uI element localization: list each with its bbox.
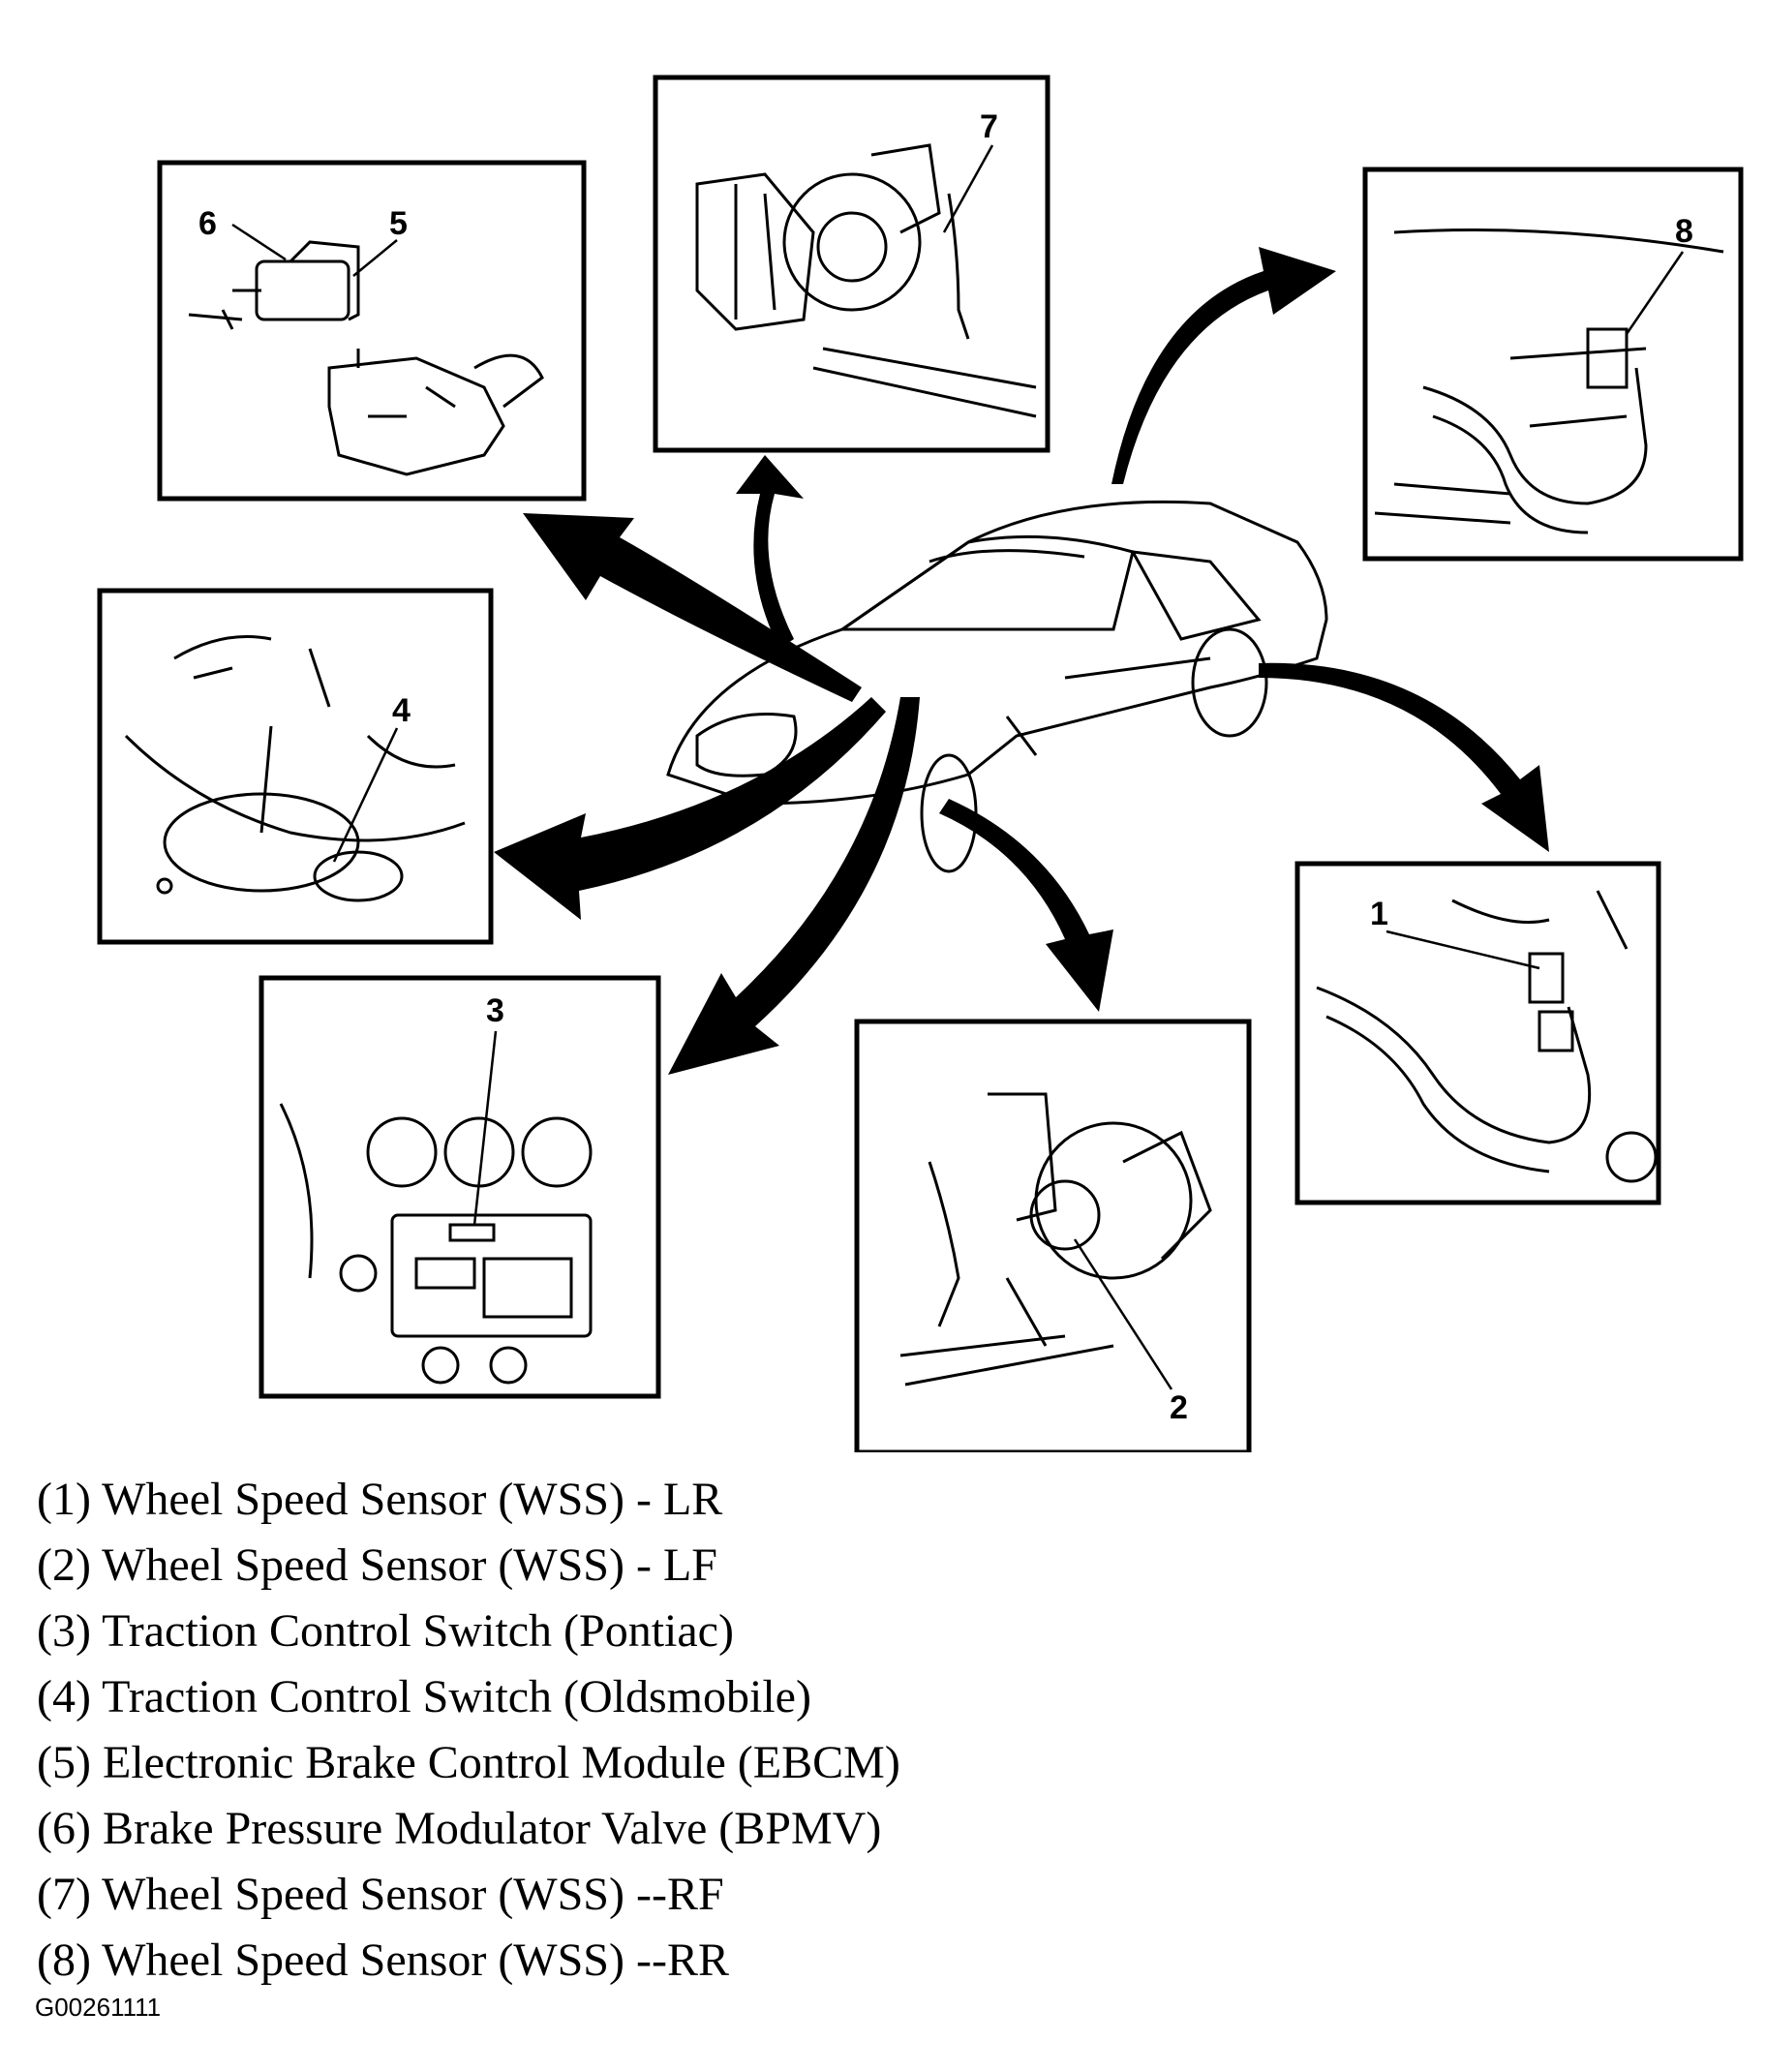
inset-pontiac-traction-switch: 3 <box>259 975 661 1399</box>
inset-lf-wheel-speed-sensor: 2 <box>854 1019 1252 1452</box>
arrow-to-pontiac-switch <box>668 697 920 1075</box>
callout-5: 5 <box>389 205 408 242</box>
legend-item-8: (8) Wheel Speed Sensor (WSS) --RR <box>37 1935 729 1986</box>
arrow-to-rf-sensor <box>736 455 804 649</box>
legend-item-1: (1) Wheel Speed Sensor (WSS) - LR <box>37 1474 723 1525</box>
callout-3: 3 <box>486 992 504 1029</box>
inset-oldsmobile-traction-switch: 4 <box>97 588 494 945</box>
pointer-arrows <box>494 247 1549 1075</box>
inset-rf-wheel-speed-sensor: 7 <box>653 75 1050 453</box>
inset-ebcm-bpmv: 6 5 <box>157 160 587 502</box>
legend-item-3: (3) Traction Control Switch (Pontiac) <box>37 1605 734 1657</box>
component-locator-diagram: 6 5 7 8 <box>97 75 1744 1452</box>
arrow-to-oldsmobile-switch <box>494 697 886 920</box>
arrow-to-ebcm <box>523 513 862 702</box>
legend-item-2: (2) Wheel Speed Sensor (WSS) - LF <box>37 1539 717 1591</box>
legend-item-5: (5) Electronic Brake Control Module (EBC… <box>37 1737 900 1788</box>
legend-item-4: (4) Traction Control Switch (Oldsmobile) <box>37 1671 811 1722</box>
callout-6: 6 <box>198 205 217 242</box>
figure-code: G00261111 <box>35 1993 162 2022</box>
inset-rr-wheel-speed-sensor: 8 <box>1362 167 1744 562</box>
callout-4: 4 <box>392 692 411 729</box>
arrow-to-rr-sensor <box>1111 247 1336 484</box>
arrow-to-lf-sensor <box>939 799 1113 1012</box>
inset-lr-wheel-speed-sensor: 1 <box>1294 861 1661 1205</box>
arrow-to-lr-sensor <box>1259 662 1549 852</box>
legend-item-7: (7) Wheel Speed Sensor (WSS) --RF <box>37 1869 724 1920</box>
callout-8: 8 <box>1675 213 1693 250</box>
legend-list: (1) Wheel Speed Sensor (WSS) - LR (2) Wh… <box>37 1467 1199 1994</box>
callout-2: 2 <box>1170 1389 1188 1426</box>
callout-7: 7 <box>980 108 998 145</box>
callout-1: 1 <box>1370 896 1388 932</box>
legend-item-6: (6) Brake Pressure Modulator Valve (BPMV… <box>37 1803 882 1854</box>
